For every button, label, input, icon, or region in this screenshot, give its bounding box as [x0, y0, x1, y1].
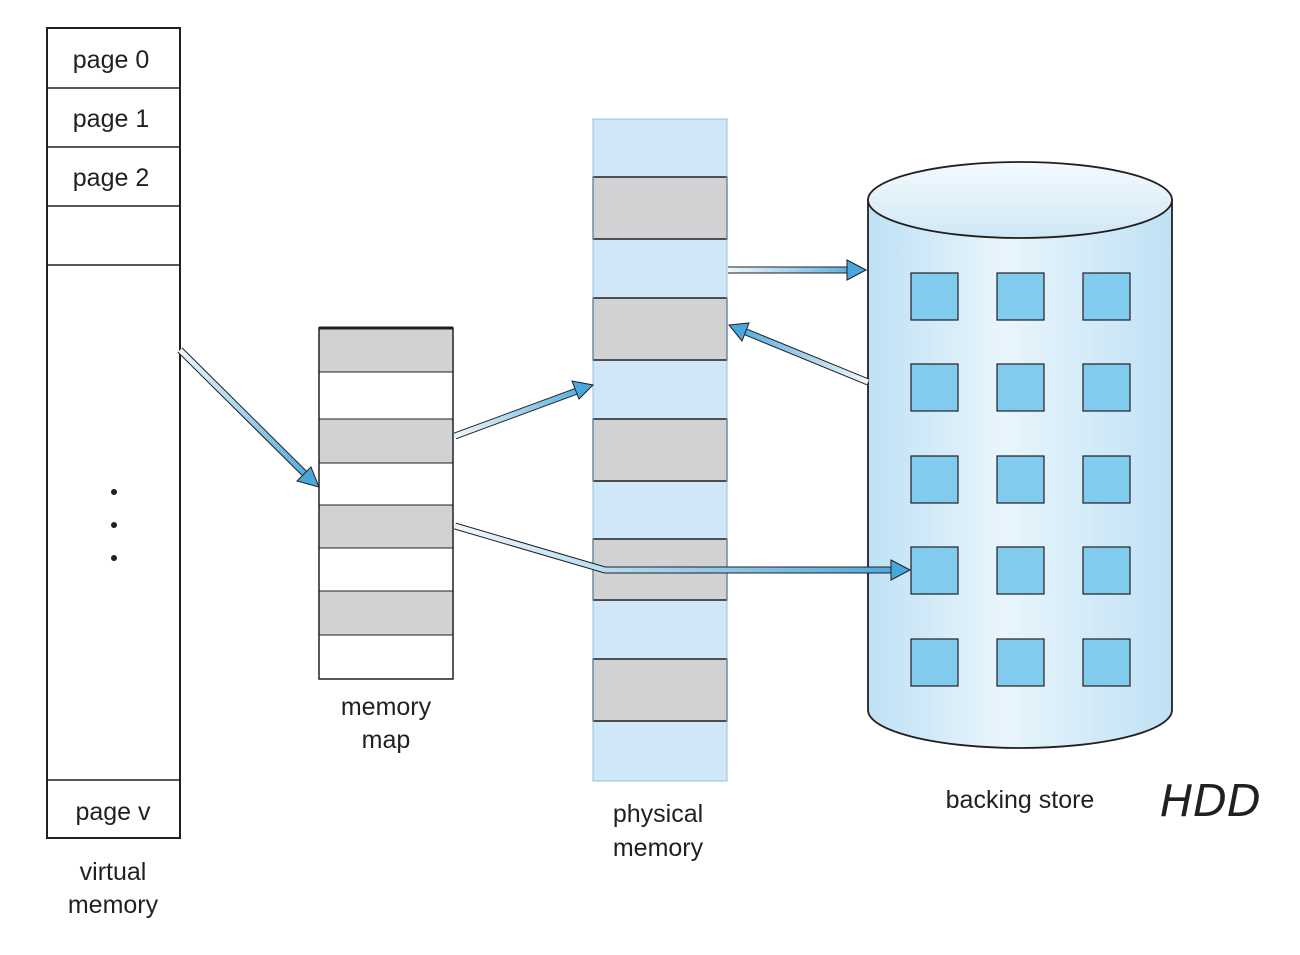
- storage-block: [1082, 455, 1131, 504]
- storage-block: [910, 363, 959, 412]
- storage-block: [996, 363, 1045, 412]
- physical-frame-occupied: [592, 176, 728, 240]
- ellipsis-dot: [111, 555, 117, 561]
- physical-memory-column: physical memory: [592, 118, 728, 862]
- physical-frame-occupied: [592, 418, 728, 482]
- ellipsis-dots: [111, 489, 117, 561]
- vm-page-0-label: page 0: [73, 46, 149, 74]
- memory-map-entry: [319, 372, 453, 419]
- storage-block: [996, 546, 1045, 595]
- physical-frame-occupied: [592, 297, 728, 361]
- memory-map-caption-line2: map: [362, 726, 411, 754]
- arrow-map-to-store-block: [454, 522, 912, 581]
- storage-block: [996, 272, 1045, 321]
- storage-block: [1082, 272, 1131, 321]
- backing-store-cylinder: backing store: [867, 161, 1173, 814]
- arrow-vm-to-map: [177, 347, 320, 488]
- physical-frame-occupied: [592, 658, 728, 722]
- storage-block: [910, 272, 959, 321]
- ellipsis-dot: [111, 489, 117, 495]
- hdd-handwritten-annotation: HDD: [1160, 776, 1261, 827]
- virtual-memory-frame: [46, 27, 181, 839]
- memory-map-entry-mapped: [319, 328, 453, 372]
- virtual-memory-caption-line1: virtual: [80, 858, 147, 886]
- arrow-physical-to-store: [728, 259, 868, 281]
- memory-map-entry: [319, 635, 453, 679]
- vm-page-2-label: page 2: [73, 164, 149, 192]
- storage-block: [910, 546, 959, 595]
- arrow-map-to-physical: [453, 380, 595, 440]
- memory-map-caption-line1: memory: [341, 693, 432, 721]
- memory-map-entry-mapped: [319, 505, 453, 548]
- storage-block: [1082, 363, 1131, 412]
- memory-map-entry-mapped: [319, 419, 453, 463]
- backing-store-caption: backing store: [946, 786, 1095, 814]
- memory-map-entry-mapped: [319, 591, 453, 635]
- storage-block: [996, 455, 1045, 504]
- physical-memory-caption-line2: memory: [613, 834, 704, 862]
- mapping-arrows: [177, 259, 912, 581]
- virtual-memory-column: page 0 page 1 page 2 page v virtual memo…: [46, 27, 181, 919]
- arrow-store-to-physical: [728, 322, 870, 386]
- memory-map-entry: [319, 463, 453, 505]
- vm-page-1-label: page 1: [73, 105, 149, 133]
- virtual-memory-caption-line2: memory: [68, 891, 159, 919]
- memory-map-entry: [319, 548, 453, 591]
- storage-block: [1082, 546, 1131, 595]
- vm-page-v-label: page v: [75, 798, 151, 826]
- storage-block: [910, 455, 959, 504]
- backing-store-blocks: [910, 272, 1131, 687]
- ellipsis-dot: [111, 522, 117, 528]
- cylinder-top: [867, 161, 1173, 239]
- memory-map-column: memory map: [318, 326, 454, 754]
- storage-block: [910, 638, 959, 687]
- storage-block: [1082, 638, 1131, 687]
- physical-memory-outline: [592, 118, 728, 782]
- storage-block: [996, 638, 1045, 687]
- physical-memory-caption-line1: physical: [613, 800, 703, 828]
